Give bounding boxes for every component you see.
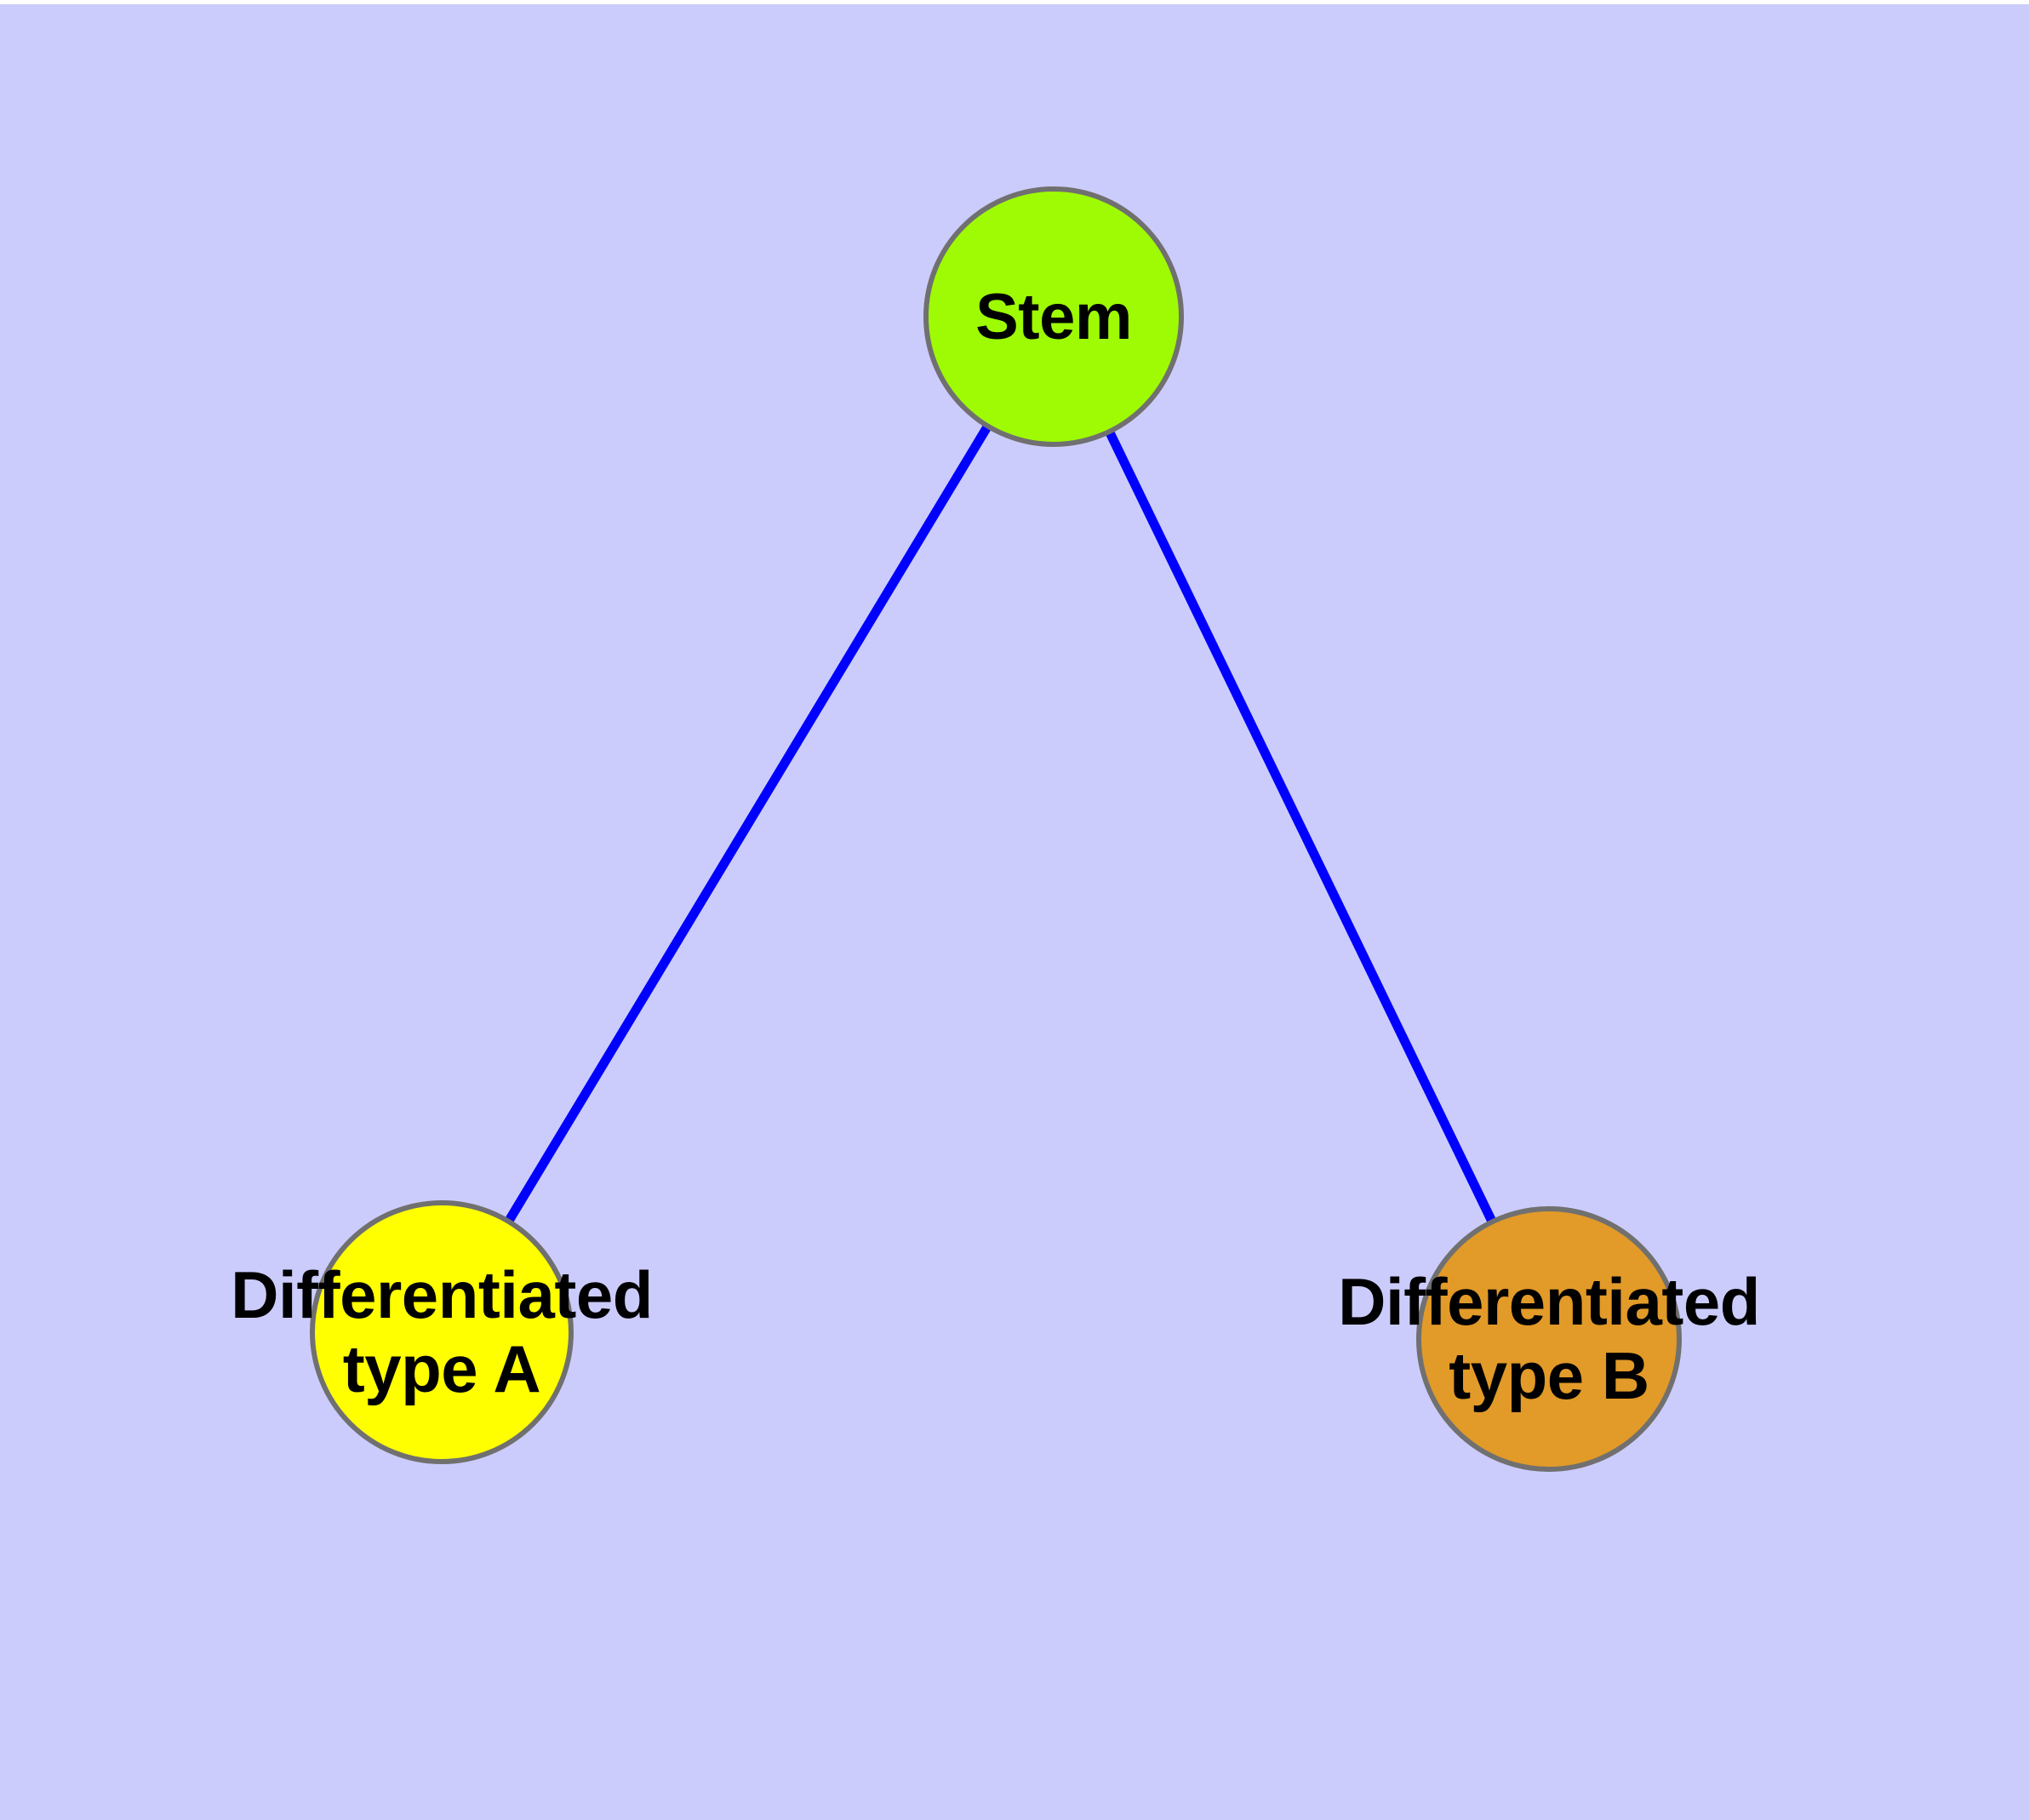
node-stem[interactable] xyxy=(923,186,1184,447)
edge-stem-to-differentiated-type-a[interactable] xyxy=(502,421,994,1228)
node-differentiated-type-b[interactable] xyxy=(1416,1206,1682,1472)
node-layer xyxy=(310,186,1682,1472)
edge-layer xyxy=(502,421,1498,1228)
node-differentiated-type-a[interactable] xyxy=(310,1200,574,1464)
edge-stem-to-differentiated-type-b[interactable] xyxy=(1103,426,1498,1228)
